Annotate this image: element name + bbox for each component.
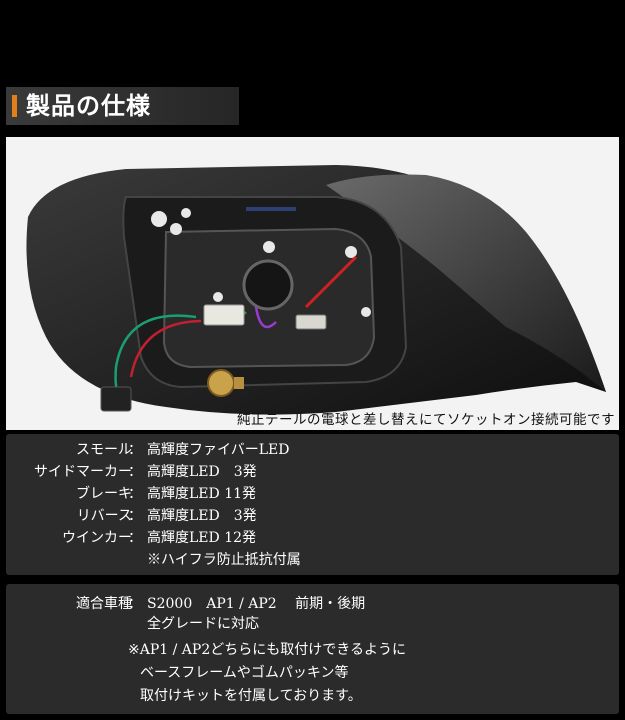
fitment-note-2: ベースフレームやゴムパッキン等 — [140, 665, 349, 681]
spec-colon: ： — [128, 508, 142, 524]
spec-colon: ： — [128, 464, 142, 480]
fitment-value-2: 全グレードに対応 — [147, 616, 259, 632]
spec-value: 高輝度LED 11発 — [147, 486, 257, 502]
spec-row-brake: ブレーキ ： 高輝度LED 11発 — [6, 484, 606, 504]
spec-label: リバース — [76, 508, 132, 524]
spec-value: 高輝度LED 3発 — [147, 508, 257, 524]
spec-value: 高輝度LED 3発 — [147, 464, 257, 480]
product-photo: 純正テールの電球と差し替えにてソケットオン接続可能です — [6, 137, 619, 430]
photo-caption: 純正テールの電球と差し替えにてソケットオン接続可能です — [237, 412, 615, 428]
fitment-row: 適合車種 ： S2000 AP1 / AP2 前期・後期 — [6, 594, 606, 614]
spec-row-winker: ウインカー ： 高輝度LED 12発 — [6, 528, 606, 548]
section-header: 製品の仕様 — [6, 87, 239, 125]
spec-colon: ： — [128, 442, 142, 458]
spec-colon: ： — [128, 486, 142, 502]
spec-value: 高輝度ファイバーLED — [147, 442, 290, 458]
tail-lamp-illustration — [26, 165, 606, 415]
spec-row-reverse: リバース ： 高輝度LED 3発 — [6, 506, 606, 526]
spec-row-small: スモール ： 高輝度ファイバーLED — [6, 440, 606, 460]
section-title: 製品の仕様 — [26, 92, 151, 120]
fitment-panel: 適合車種 ： S2000 AP1 / AP2 前期・後期 全グレードに対応 ※A… — [6, 584, 619, 714]
fitment-note-3: 取付けキットを付属しております。 — [140, 688, 362, 704]
spec-label: サイドマーカー — [34, 464, 132, 480]
fitment-note-1: ※AP1 / AP2どちらにも取付けできるように — [128, 642, 406, 658]
spec-note: ※ハイフラ防止抵抗付属 — [147, 552, 301, 568]
spec-value: 高輝度LED 12発 — [147, 530, 257, 546]
spec-colon: ： — [128, 530, 142, 546]
spec-panel: スモール ： 高輝度ファイバーLED サイドマーカー ： 高輝度LED 3発 ブ… — [6, 434, 619, 575]
fitment-label: 適合車種 — [76, 596, 132, 612]
header-accent-bar — [12, 95, 17, 117]
fitment-colon: ： — [128, 596, 142, 612]
spec-row-side-marker: サイドマーカー ： 高輝度LED 3発 — [6, 462, 606, 482]
fitment-value: S2000 AP1 / AP2 前期・後期 — [147, 596, 366, 612]
spec-label: ブレーキ — [76, 486, 132, 502]
spec-label: ウインカー — [62, 530, 132, 546]
spec-label: スモール — [76, 442, 132, 458]
